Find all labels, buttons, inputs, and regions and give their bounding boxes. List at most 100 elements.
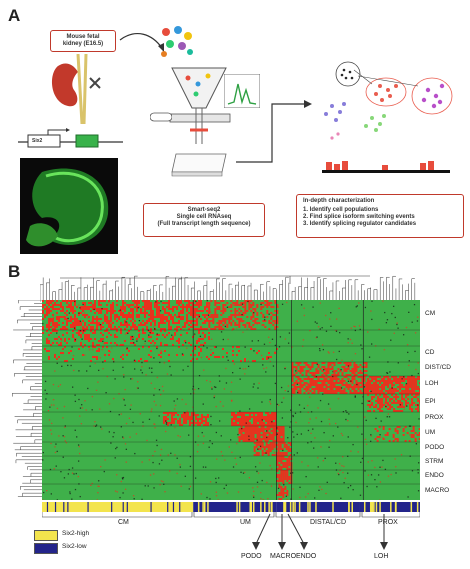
- insight-box: In-depth characterization 1. Identify ce…: [296, 194, 464, 238]
- segment-label-prox: PROX: [378, 519, 398, 526]
- row-label-dist-cd: DIST/CD: [425, 364, 451, 371]
- colorbar-stripe: [126, 502, 128, 512]
- segment-label-distal: DISTAL/CD: [310, 519, 347, 526]
- colorbar-stripe: [167, 502, 169, 512]
- colorbar-stripe: [46, 502, 49, 512]
- insight-item-2: 2. Find splice isoform switching events: [303, 214, 415, 220]
- colorbar-stripe: [260, 502, 262, 512]
- colorbar-stripe: [207, 502, 209, 512]
- colorbar-segment: [276, 502, 360, 512]
- capsule-icon: [150, 112, 172, 122]
- segment-brackets: [42, 512, 420, 518]
- colorbar-stripe: [252, 502, 255, 512]
- colorbar-stripe: [307, 502, 309, 512]
- colorbar-stripe: [203, 502, 206, 512]
- colorbar-stripe: [202, 502, 204, 512]
- colorbar-stripe: [54, 502, 57, 512]
- colorbar-stripe: [289, 502, 292, 512]
- spectrum-graph: [224, 74, 260, 108]
- isoform-bars: [322, 161, 450, 173]
- legend-label-six2-high: Six2-high: [62, 530, 90, 537]
- colorbar-stripe: [250, 502, 253, 512]
- colorbar-stripe: [63, 502, 65, 512]
- gene-construct: [18, 128, 123, 148]
- colorbar-stripe: [370, 502, 373, 512]
- colorbar-stripe: [351, 502, 353, 512]
- six2-colorbar: [42, 502, 420, 512]
- method-line1: Smart-seq2: [187, 207, 221, 213]
- colorbar-stripe: [87, 502, 89, 512]
- heatmap-block: [367, 376, 420, 394]
- kidney-illustration: [52, 54, 101, 124]
- kidney-label-line1: Mouse fetal: [66, 34, 100, 40]
- left-dendrogram: [12, 300, 42, 497]
- method-line2: Single cell RNAseq: [176, 214, 232, 220]
- cell-suspension: [161, 26, 193, 57]
- colorbar-stripe: [268, 502, 270, 512]
- row-label-podo: PODO: [425, 444, 445, 451]
- heatmap-block: [238, 426, 285, 442]
- colorbar-stripe: [379, 502, 381, 512]
- legend-swatch-six2-low: [34, 543, 58, 554]
- method-box: Smart-seq2 Single cell RNAseq (Full tran…: [143, 203, 265, 237]
- colorbar-stripe: [410, 502, 413, 512]
- arrow-label-loh: LOH: [374, 553, 389, 560]
- heatmap-block: [231, 412, 277, 426]
- heatmap-noise: [42, 300, 420, 500]
- colorbar-stripe: [416, 502, 419, 512]
- cluster-plot: [324, 61, 453, 140]
- colorbar-stripe: [284, 502, 287, 512]
- arrow-to-analysis: [236, 100, 312, 163]
- colorbar-stripe: [249, 502, 251, 512]
- colorbar-stripe: [369, 502, 372, 512]
- colorbar-stripe: [172, 502, 175, 512]
- colorbar-stripe: [394, 502, 397, 512]
- insight-title: In-depth characterization: [303, 198, 375, 204]
- colorbar-stripe: [390, 502, 392, 512]
- colorbar-stripe: [371, 502, 374, 512]
- colorbar-stripe: [264, 502, 266, 512]
- arrow-label-endo: ENDO: [296, 553, 317, 560]
- legend-swatch-six2-high: [34, 530, 58, 541]
- colorbar-stripe: [270, 502, 273, 512]
- colorbar-stripe: [373, 502, 375, 512]
- legend-label-six2-low: Six2-low: [62, 543, 87, 550]
- colorbar-stripe: [375, 502, 378, 512]
- colorbar-stripe: [332, 502, 334, 512]
- heatmap-background: [42, 300, 420, 500]
- row-label-prox: PROX: [425, 414, 444, 421]
- heatmap-block: [374, 426, 420, 442]
- well-plate: [171, 153, 227, 177]
- row-label-cd: CD: [425, 349, 435, 356]
- colorbar-stripe: [236, 502, 238, 512]
- colorbar-stripe: [283, 502, 285, 512]
- colorbar-stripe: [292, 502, 294, 512]
- heatmap-block: [276, 484, 289, 500]
- top-dendrogram: [40, 275, 416, 302]
- row-label-loh: LOH: [425, 380, 439, 387]
- bottom-arrows: [252, 513, 388, 550]
- gene-label: Six2: [32, 138, 43, 144]
- microfluidic-funnel: [169, 67, 231, 144]
- row-label-macro: MACRO: [425, 487, 450, 494]
- arrow-label-podo: PODO: [241, 553, 262, 560]
- panel-a-letter: A: [8, 6, 21, 25]
- panel-b-letter: B: [8, 262, 21, 281]
- top-dendrogram-lines: [40, 275, 416, 302]
- colorbar-stripe: [122, 502, 124, 512]
- colorbar-stripe: [315, 502, 317, 512]
- colorbar-segment: [193, 502, 277, 512]
- row-label-um: UM: [425, 429, 436, 436]
- heatmap-block: [44, 346, 278, 362]
- colorbar-stripe: [67, 502, 69, 512]
- colorbar-stripe: [238, 502, 241, 512]
- heatmap-block: [253, 442, 292, 456]
- colorbar-stripe: [348, 502, 350, 512]
- heatmap-block: [42, 300, 210, 330]
- splicing-heatmap: [42, 300, 420, 500]
- colorbar-stripe: [298, 502, 301, 512]
- arrow-label-macro: MACRO: [270, 553, 297, 560]
- colorbar-stripe: [309, 502, 311, 512]
- heatmap-block: [276, 470, 293, 484]
- colorbar-stripe: [294, 502, 296, 512]
